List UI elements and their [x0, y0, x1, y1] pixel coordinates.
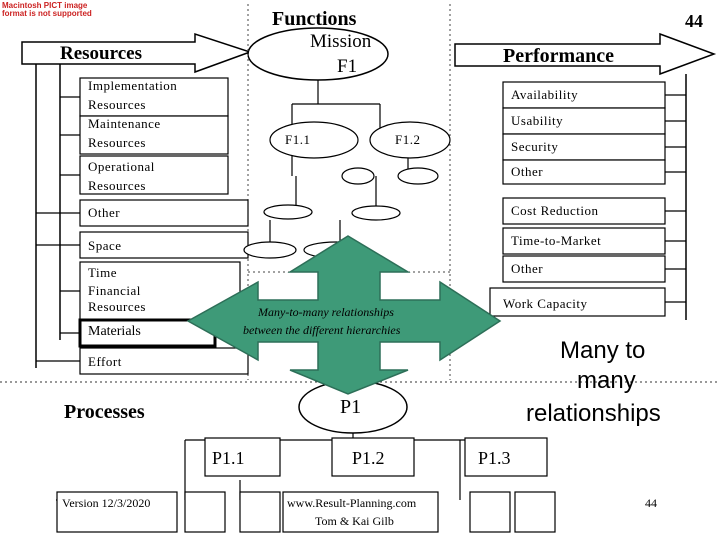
many-to-many-text-line2: between the different hierarchies — [243, 323, 401, 337]
annotation-line1: Many to — [560, 337, 646, 364]
performance-item-security: Security — [511, 139, 559, 154]
many-to-many-arrow — [186, 235, 502, 395]
function-tree-lines — [269, 80, 409, 250]
function-f11-label: F1.1 — [285, 132, 311, 147]
performance-item-other: Other — [511, 164, 544, 179]
resource-item-other: Other — [88, 205, 121, 220]
resource-item-materials: Materials — [88, 324, 141, 339]
pict-notice: Macintosh PICT image format is not suppo… — [2, 1, 92, 18]
mission-label: Mission — [310, 31, 372, 52]
resource-item-time: Time — [88, 265, 117, 280]
performance-item-time-to-market: Time-to-Market — [511, 233, 602, 248]
process-p11-label: P1.1 — [212, 448, 245, 468]
process-p1-label: P1 — [340, 396, 362, 418]
performance-item-usability: Usability — [511, 113, 564, 128]
slide-number-top: 44 — [685, 11, 703, 31]
performance-title: Performance — [503, 45, 615, 67]
annotation-line2: many — [577, 367, 636, 394]
performance-item-other-2: Other — [511, 261, 544, 276]
function-f12-label: F1.2 — [395, 132, 421, 147]
performance-item-cost-reduction: Cost Reduction — [511, 203, 599, 218]
annotation-line3: relationships — [526, 400, 661, 427]
many-to-many-text-line1: Many-to-many relationships — [258, 305, 394, 319]
resource-connectors — [36, 96, 80, 362]
process-p12-label: P1.2 — [352, 448, 385, 468]
performance-item-availability: Availability — [511, 87, 579, 102]
resources-title: Resources — [60, 43, 142, 64]
resource-item-maintenance: Maintenance Resources — [88, 116, 161, 150]
footer-page-number: 44 — [645, 496, 657, 510]
process-boxes — [56, 437, 556, 533]
resources-arrow — [21, 32, 253, 74]
resource-item-implementation: Implementation Resources — [88, 78, 178, 112]
resource-item-financial: Financial Resources — [88, 283, 146, 314]
mission-f1-label: F1 — [337, 56, 358, 77]
resource-item-space: Space — [88, 238, 122, 253]
process-p13-label: P1.3 — [478, 448, 511, 468]
functions-title: Functions — [272, 8, 357, 30]
resource-item-effort: Effort — [88, 354, 122, 369]
performance-item-work-capacity: Work Capacity — [503, 296, 588, 311]
processes-title: Processes — [64, 401, 145, 423]
performance-connectors — [665, 94, 686, 303]
resource-item-operational: Operational Resources — [88, 159, 155, 193]
footer-version: Version 12/3/2020 — [62, 496, 151, 510]
footer-website: www.Result-Planning.com — [287, 496, 417, 510]
performance-boxes — [489, 81, 666, 317]
performance-arrow — [454, 32, 717, 76]
footer-authors: Tom & Kai Gilb — [315, 514, 394, 528]
resource-boxes — [78, 77, 249, 375]
